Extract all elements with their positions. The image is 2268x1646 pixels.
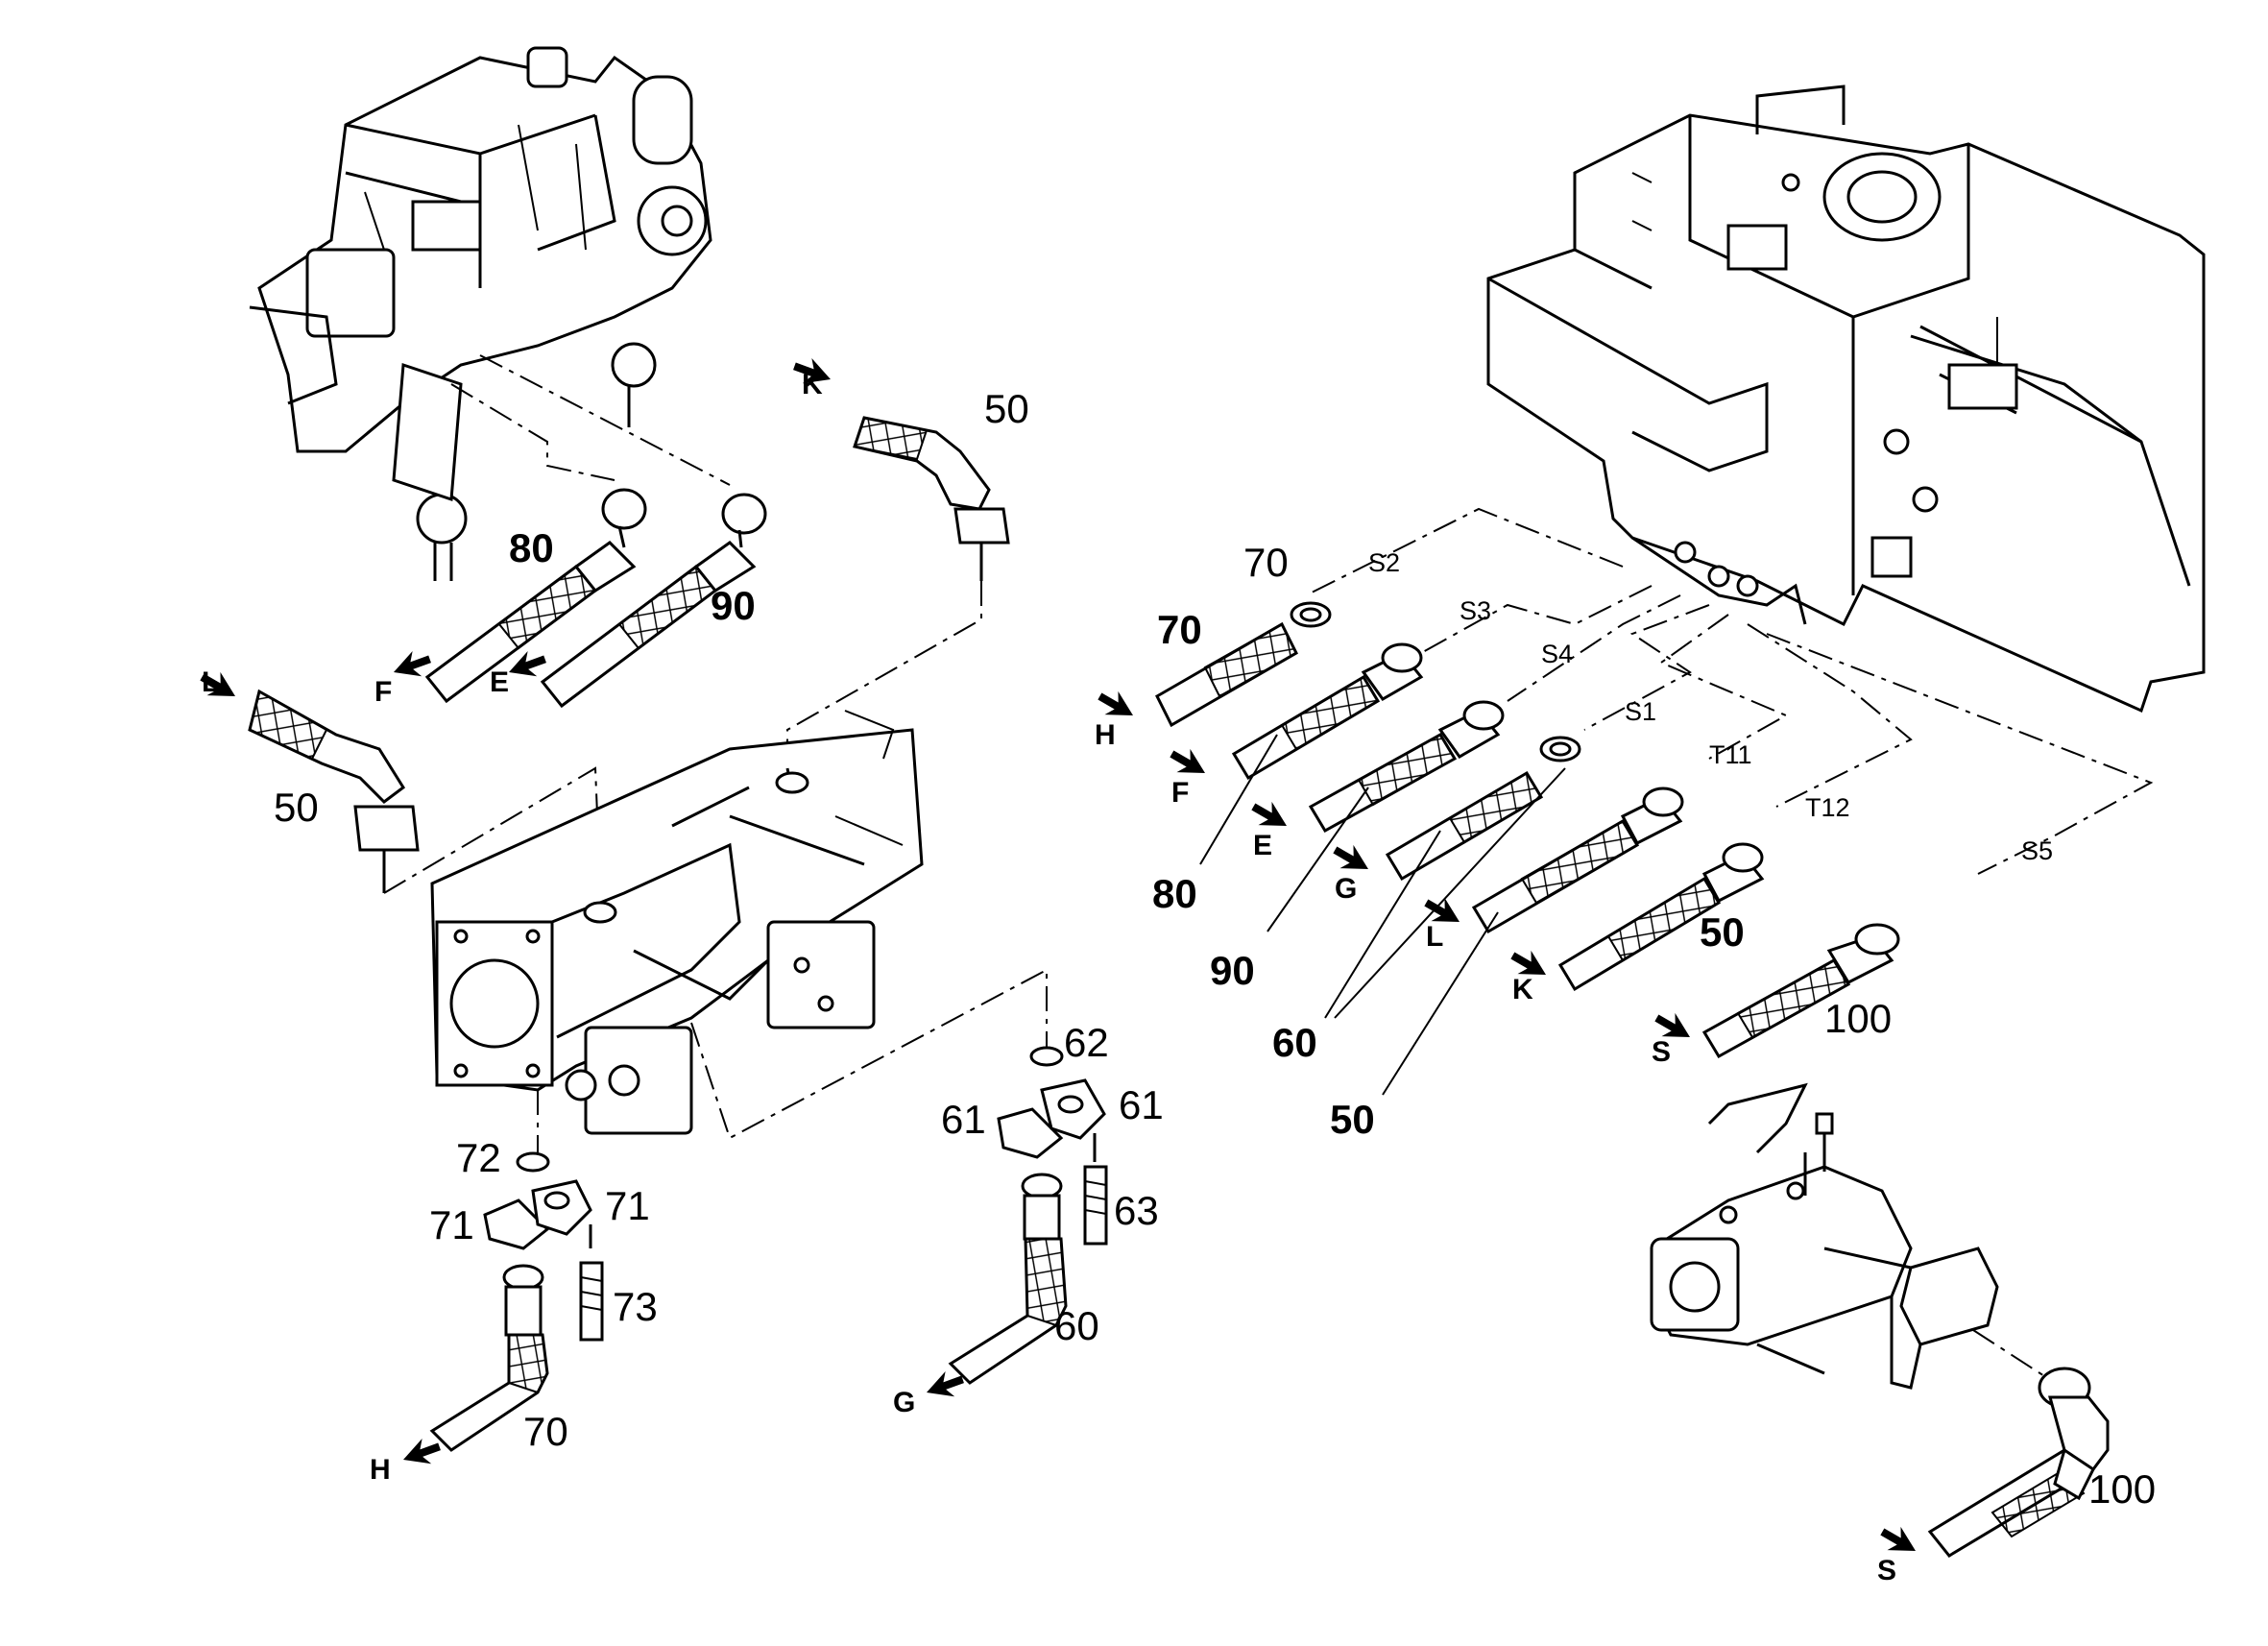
leader-port-s5 [1766,633,2154,875]
port-label-s3: S3 [1460,596,1491,625]
callout-70-bottom: 70 [523,1409,568,1454]
hose-60-bottom [948,1173,1068,1385]
connection-letter-s-right: S [1652,1036,1671,1068]
leader-90-right [1267,787,1369,932]
callout-80: 80 [509,525,554,570]
leader-port-t12 [1747,623,1913,808]
hose-100-bottom [1927,1367,2110,1558]
connection-letter-g-right: G [1335,873,1357,905]
leader-engine-90 [479,354,731,486]
callout-71-right: 71 [605,1183,650,1228]
connection-letter-s-bottom: S [1877,1555,1896,1586]
hose-50-k-top [853,416,1010,581]
callout-60-bottom: 60 [1054,1303,1099,1348]
auxiliary-pump-assembly [1650,1082,1999,1390]
callout-71-left: 71 [429,1202,474,1247]
connection-letter-e: E [490,666,509,698]
callout-73: 73 [613,1284,658,1329]
leader-port-t11 [1658,614,1789,760]
connection-arrow-h-bottom [398,1434,445,1473]
hose-50-l-left [248,689,420,893]
callout-60-right: 60 [1272,1020,1317,1065]
port-label-t12: T12 [1805,793,1850,822]
hose-70-bottom [429,1264,549,1452]
callout-90-right: 90 [1210,948,1255,993]
fitting-group-72-71-73 [483,1151,604,1342]
hydraulic-pump-assembly [430,710,924,1135]
hose-50-right-k [1557,842,1765,992]
leader-80-right [1199,734,1278,865]
hose-60-right [1385,770,1544,882]
hose-50-right-l [1471,787,1684,934]
leader-engine-80 [450,383,615,481]
callout-50-right-k: 50 [1700,909,1745,955]
hose-100-right [1701,923,1900,1059]
connection-letter-h-bottom: H [370,1454,391,1486]
clamp-60-right [1539,736,1581,762]
port-label-t11: T11 [1709,740,1752,769]
connection-letter-f-right: F [1171,777,1189,809]
leader-60-right-b [1334,767,1566,1019]
leader-port-s2 [1305,507,1624,596]
hose-70-right [1155,621,1298,728]
port-label-s2: S2 [1368,548,1400,577]
connection-letter-e-right: E [1253,830,1272,861]
leader-60-right-a [1324,830,1441,1019]
leader-aux-pump-100 [1972,1329,2056,1384]
leader-port-s4 [1507,594,1681,702]
connection-letter-k-right: K [1512,974,1533,1005]
engine-assembly [249,46,712,581]
callout-72: 72 [456,1135,501,1180]
callout-62: 62 [1064,1020,1109,1065]
port-label-s5: S5 [2021,836,2053,865]
leader-port-s3 [1420,585,1653,654]
hose-80-top [424,488,647,704]
callout-61-right: 61 [1119,1082,1164,1127]
port-label-s1: S1 [1625,697,1656,726]
connection-letter-l-right: L [1426,921,1443,953]
callout-50-k: 50 [984,386,1029,431]
callout-80-right: 80 [1152,871,1197,916]
connection-letter-k-top: K [802,369,823,400]
callout-50-right-l: 50 [1330,1097,1375,1142]
callout-63: 63 [1114,1188,1159,1233]
callout-70-clamp: 70 [1243,540,1289,585]
callout-90: 90 [711,583,756,628]
hose-90-right [1308,700,1505,834]
callout-100-right: 100 [1824,996,1892,1041]
hose-90-top [540,493,767,709]
clamp-70 [1290,601,1332,628]
hose-80-right [1231,642,1424,781]
connection-letter-h-right: H [1095,719,1116,751]
connection-letter-l-left: L [202,666,219,698]
connection-letter-g-bottom: G [893,1387,915,1418]
connection-letter-f: F [374,676,392,708]
callout-100-bottom: 100 [2088,1466,2156,1512]
fitting-group-62-61-63 [997,1046,1108,1246]
callout-70-hose: 70 [1157,607,1202,652]
callout-61-left: 61 [941,1097,986,1142]
leader-50-right-l [1382,911,1499,1096]
leader-pump-to-62 [690,968,1048,1140]
port-label-s4: S4 [1541,640,1573,668]
callout-50-l: 50 [274,785,319,830]
tank-frame-assembly [1486,85,2206,714]
